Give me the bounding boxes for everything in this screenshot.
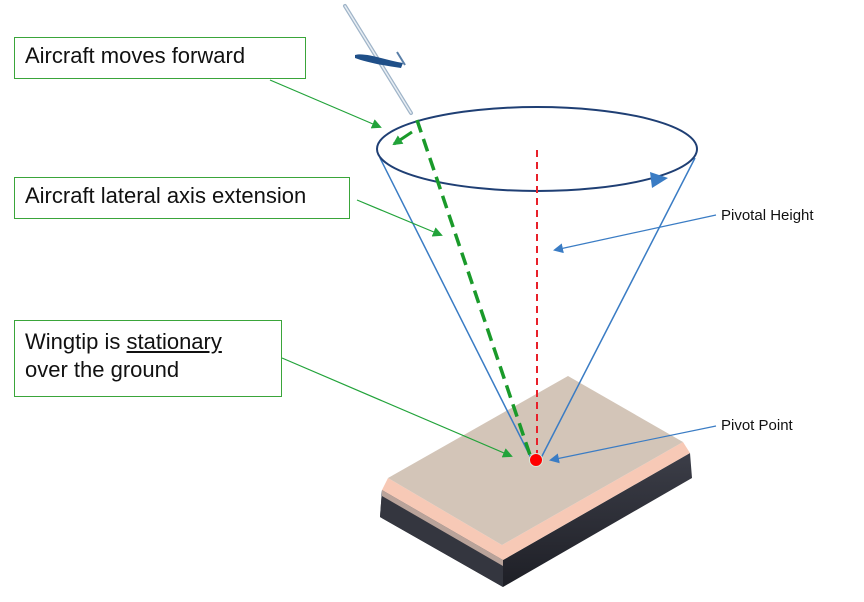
pivotal-height-arrow xyxy=(553,214,717,254)
wingtip-callout: Wingtip is stationary over the ground xyxy=(14,320,282,397)
orbit-direction-arrow-icon xyxy=(650,172,668,188)
pivot-point-label: Pivot Point xyxy=(721,417,793,434)
lateral-callout: Aircraft lateral axis extension xyxy=(14,177,350,219)
pivotal-height-label: Pivotal Height xyxy=(721,207,814,224)
pivot-point-arrow xyxy=(549,425,717,464)
lateral-text: Aircraft lateral axis extension xyxy=(25,183,307,208)
forward-callout: Aircraft moves forward xyxy=(14,37,306,79)
wingtip-callout-arrow xyxy=(281,357,513,458)
lateral-axis-line xyxy=(415,119,533,459)
glider-icon xyxy=(343,4,413,115)
pivot-point-dot xyxy=(529,453,543,467)
wingtip-text-line2: over the ground xyxy=(25,357,180,382)
lateral-callout-arrow xyxy=(356,199,443,237)
wingtip-text-prefix: Wingtip is xyxy=(25,329,127,354)
motion-arrow-icon xyxy=(392,130,413,146)
wingtip-text-underlined: stationary xyxy=(126,329,222,354)
forward-callout-arrow xyxy=(269,79,382,129)
cone-right-line xyxy=(540,157,696,459)
cone-left-line xyxy=(379,157,532,459)
forward-text: Aircraft moves forward xyxy=(25,43,246,68)
